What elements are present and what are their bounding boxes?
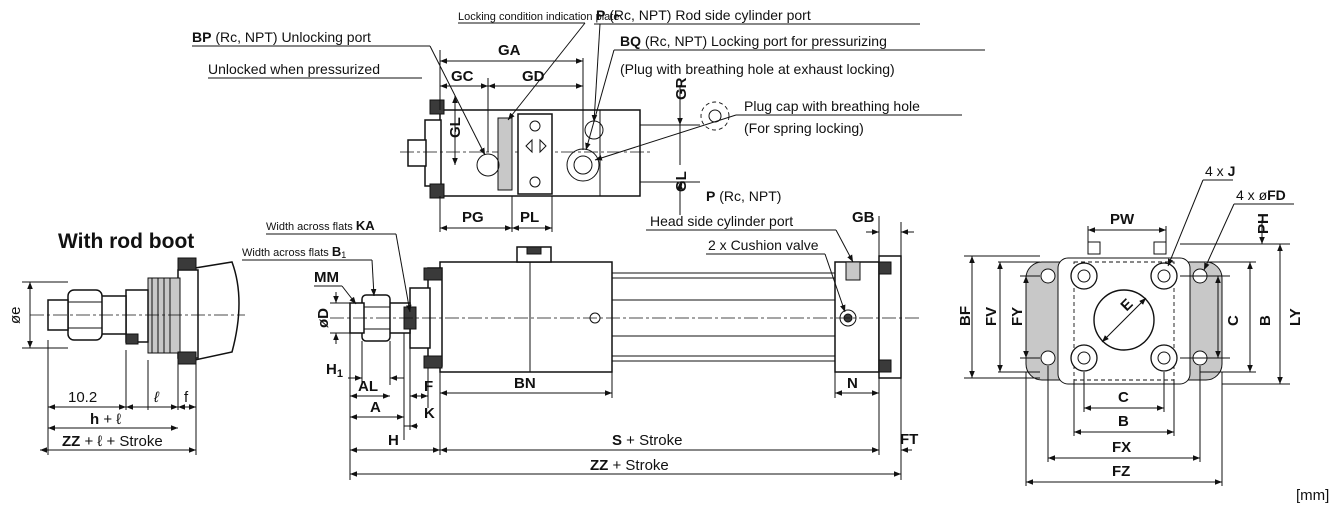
dim-10-2: 10.2 bbox=[68, 389, 97, 406]
dim-GR: GR bbox=[673, 77, 690, 100]
label-4xJ: 4 x J bbox=[1205, 163, 1235, 179]
dim-A: A bbox=[370, 399, 381, 416]
dim-h-l: h + ℓ bbox=[90, 411, 121, 428]
dim-K: K bbox=[424, 405, 435, 422]
dim-zz-l-stroke: ZZ + ℓ + Stroke bbox=[62, 433, 163, 450]
label-bq: BQ (Rc, NPT) Locking port for pressurizi… bbox=[620, 33, 887, 49]
dim-GA: GA bbox=[498, 42, 521, 59]
dim-FZ: FZ bbox=[1112, 463, 1130, 480]
dim-GD: GD bbox=[522, 68, 545, 85]
label-ka: Width across flats KA bbox=[266, 218, 375, 233]
dim-FV: FV bbox=[983, 307, 1000, 326]
label-indication-plate: Locking condition indication plate bbox=[458, 11, 619, 23]
top-view: GA GC GD GR GL GL PG PL BP (Rc, NPT) Unl… bbox=[192, 7, 985, 232]
dim-B-vertical: B bbox=[1257, 315, 1274, 326]
label-bp: BP (Rc, NPT) Unlocking port bbox=[192, 29, 371, 45]
dim-BF: BF bbox=[957, 306, 974, 326]
label-spring: (For spring locking) bbox=[744, 120, 864, 136]
end-view: E PW 4 x J 4 x øFD PH BF bbox=[957, 163, 1304, 486]
dim-FT: FT bbox=[900, 431, 918, 448]
rod-boot-view: With rod boot øe 10.2 ℓ f bbox=[7, 230, 245, 455]
rod-boot-flange bbox=[177, 269, 199, 359]
label-plug-cap: Plug cap with breathing hole bbox=[744, 98, 920, 114]
dim-oe: øe bbox=[7, 306, 24, 324]
dim-AL: AL bbox=[358, 378, 378, 395]
dim-PG: PG bbox=[462, 209, 484, 226]
label-cushion: 2 x Cushion valve bbox=[708, 237, 819, 253]
dim-LY: LY bbox=[1287, 308, 1304, 326]
dim-GL-left: GL bbox=[447, 117, 464, 138]
indication-plate bbox=[497, 117, 513, 191]
head-flange bbox=[878, 255, 902, 379]
label-4xFD: 4 x øFD bbox=[1236, 187, 1286, 203]
dim-B-horizontal: B bbox=[1118, 413, 1129, 430]
label-unlocked: Unlocked when pressurized bbox=[208, 61, 380, 77]
dim-PH: PH bbox=[1255, 213, 1272, 234]
rod-boot-cover bbox=[194, 261, 240, 361]
label-plug-exhaust: (Plug with breathing hole at exhaust loc… bbox=[620, 61, 895, 77]
label-p-head: P (Rc, NPT) bbox=[706, 188, 781, 204]
dim-C-horizontal: C bbox=[1118, 389, 1129, 406]
cylinder-tube bbox=[439, 261, 613, 373]
dim-FY: FY bbox=[1009, 307, 1026, 326]
dim-l: ℓ bbox=[153, 389, 160, 406]
dim-f: f bbox=[184, 389, 189, 406]
dim-S-stroke: S + Stroke bbox=[612, 432, 682, 449]
side-view: øD MM H1 AL A F K BN bbox=[242, 188, 920, 480]
dim-FX: FX bbox=[1112, 439, 1131, 456]
lock-window bbox=[517, 113, 553, 195]
dim-F: F bbox=[424, 378, 433, 395]
dim-ZZ-stroke: ZZ + Stroke bbox=[590, 457, 669, 474]
bp-port bbox=[476, 153, 500, 177]
dim-GB: GB bbox=[852, 209, 875, 226]
label-p-rod: P (Rc, NPT) Rod side cylinder port bbox=[596, 7, 811, 23]
dim-C-vertical: C bbox=[1225, 315, 1242, 326]
dim-H: H bbox=[388, 432, 399, 449]
dim-N: N bbox=[847, 375, 858, 392]
dim-PL: PL bbox=[520, 209, 539, 226]
unit-label: [mm] bbox=[1296, 487, 1329, 504]
dim-oD: øD bbox=[315, 308, 332, 328]
dim-BN: BN bbox=[514, 375, 536, 392]
rod-boot-title: With rod boot bbox=[58, 230, 194, 253]
plug-cap bbox=[700, 101, 730, 131]
dim-H1: H1 bbox=[326, 361, 343, 380]
dim-GL-right: GL bbox=[673, 171, 690, 192]
dim-PW: PW bbox=[1110, 211, 1135, 228]
label-b1: Width across flats B1 bbox=[242, 244, 346, 260]
dim-GC: GC bbox=[451, 68, 474, 85]
label-head-port: Head side cylinder port bbox=[650, 213, 793, 229]
dim-MM: MM bbox=[314, 269, 339, 286]
